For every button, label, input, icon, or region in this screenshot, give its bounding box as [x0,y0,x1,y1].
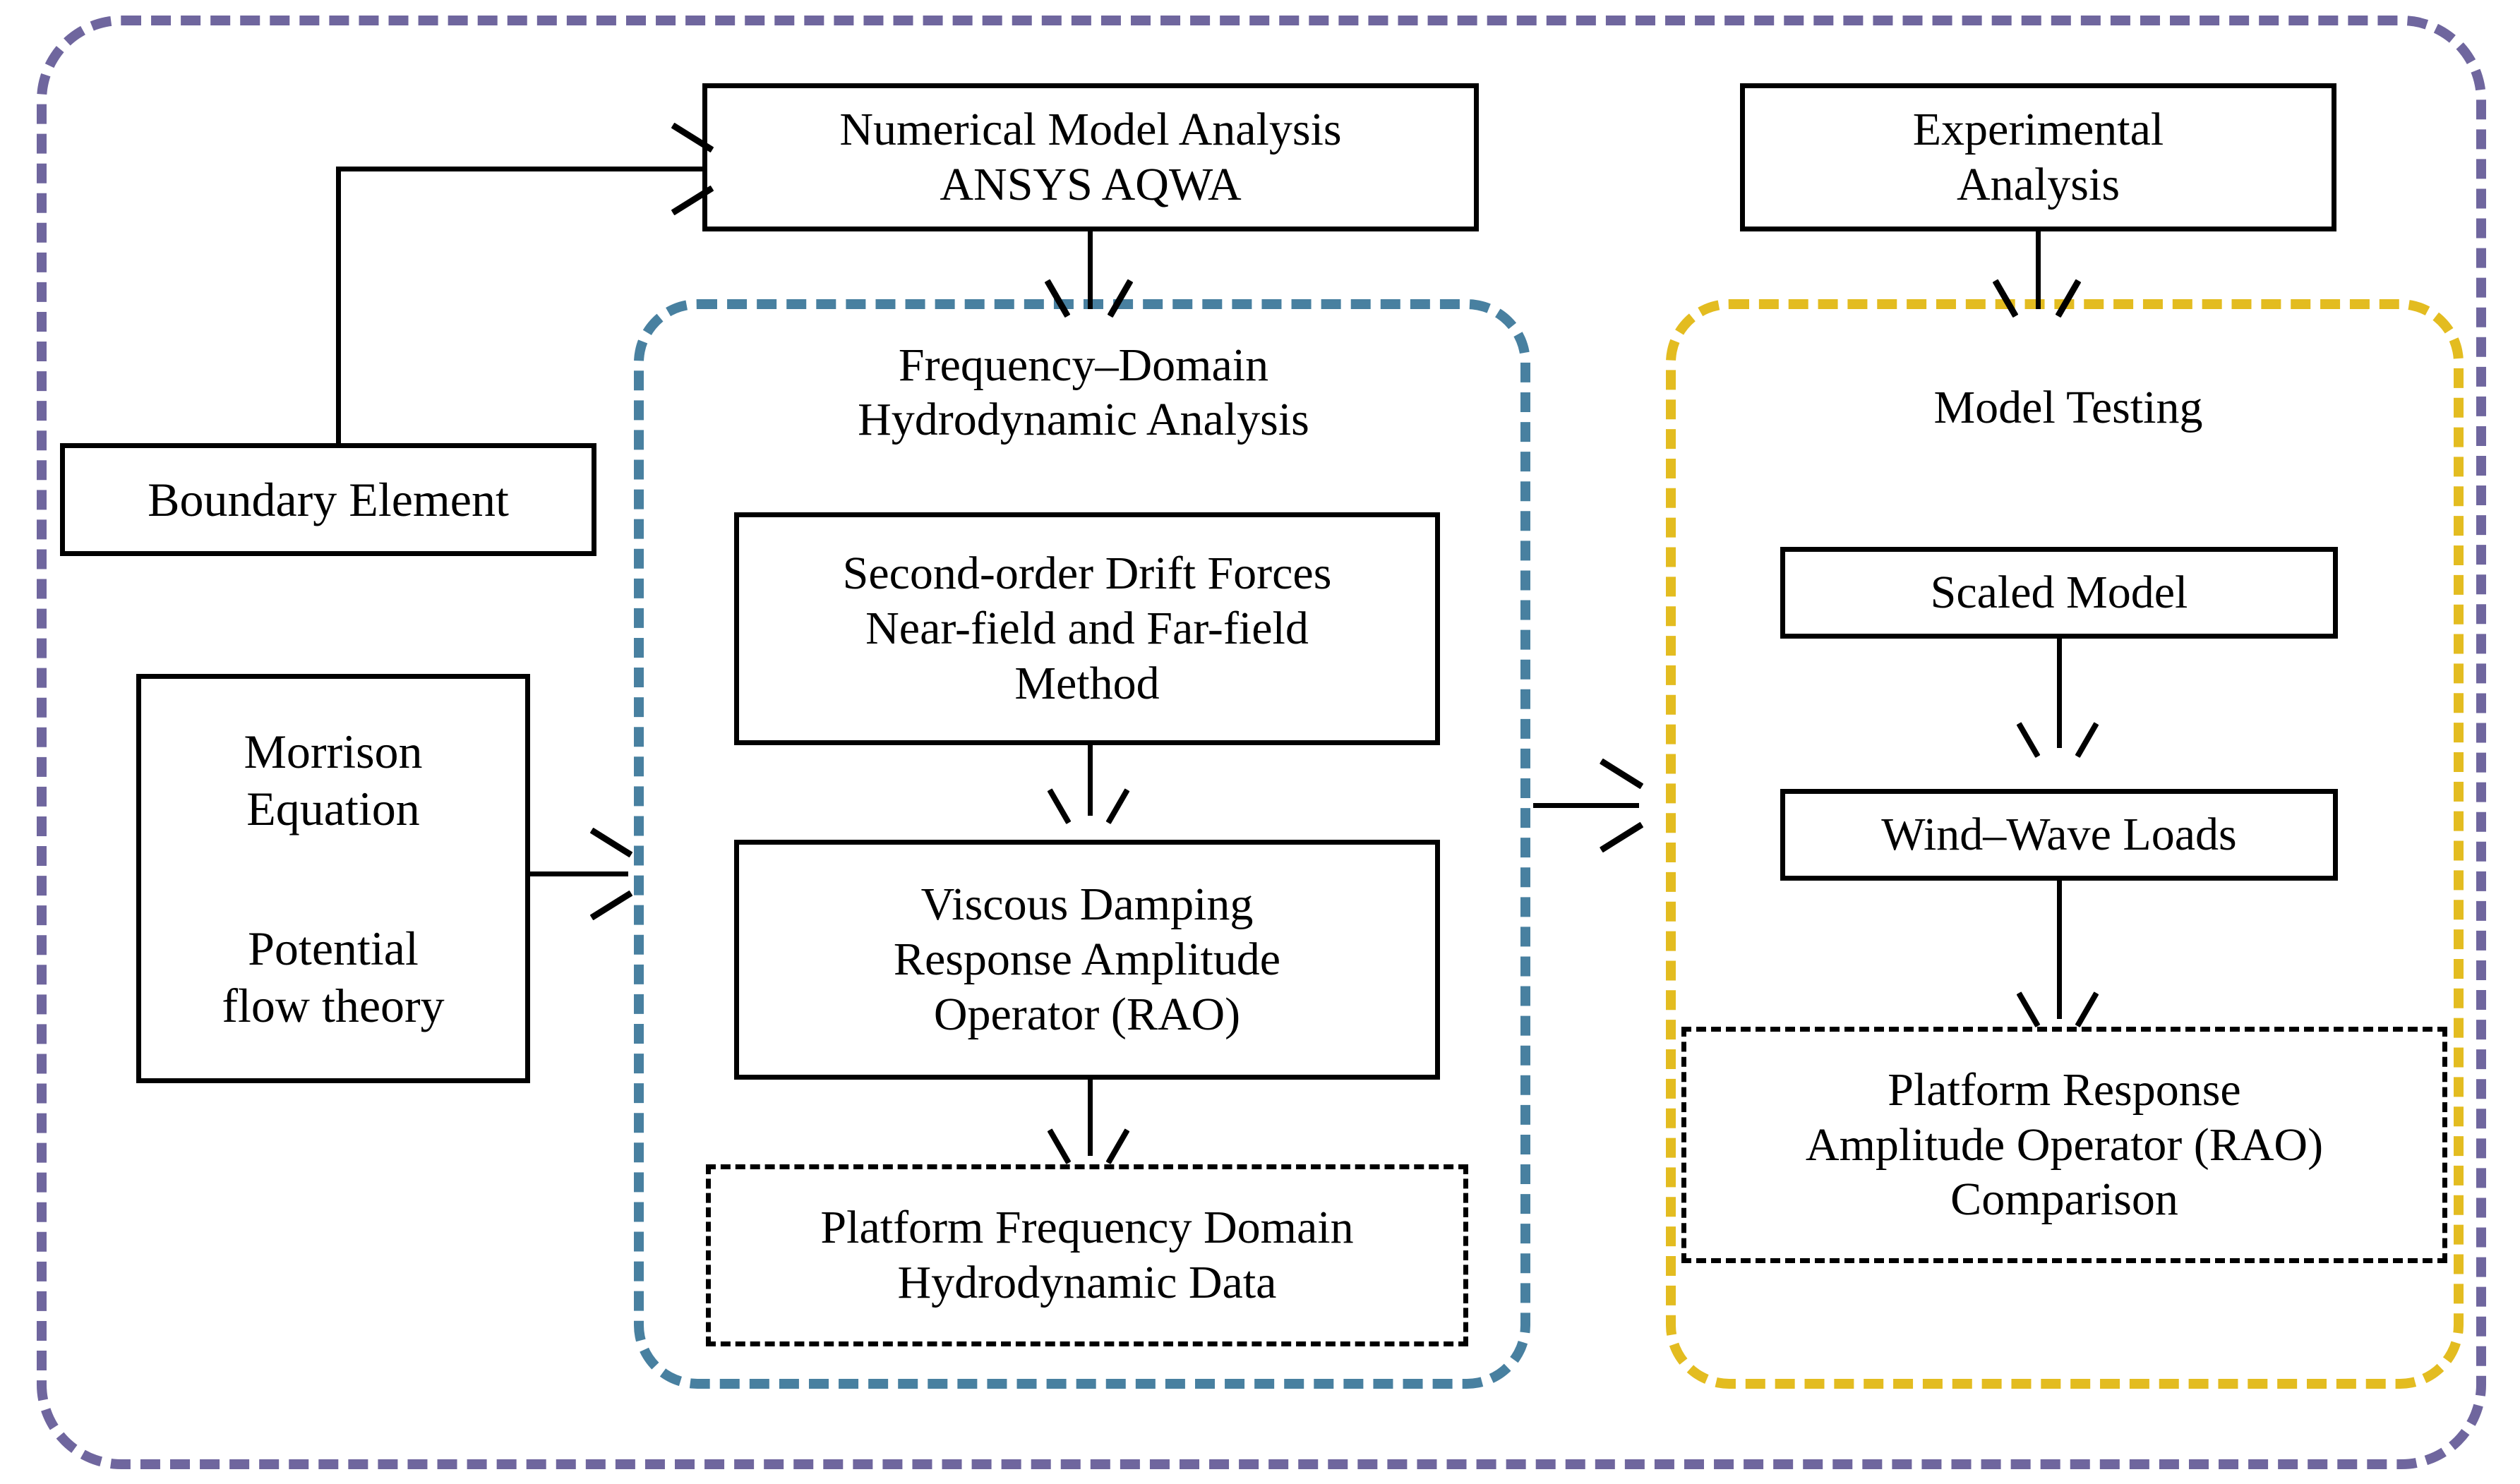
node-platform-frequency-domain-data[interactable]: Platform Frequency Domain Hydrodynamic D… [706,1164,1468,1346]
node-viscous-damping-rao[interactable]: Viscous Damping Response Amplitude Opera… [734,840,1440,1080]
connector-boundary-element-horizontal [336,167,704,171]
frequency-domain-group-title: Frequency–Domain Hydrodynamic Analysis [858,339,1309,445]
connector-boundary-element-vertical [336,167,341,446]
connector-experimental-to-testing-group [2036,231,2041,309]
connector-drift-to-viscous [1088,745,1093,816]
connector-scaled-to-wind-wave [2057,639,2062,748]
connector-numerical-model-to-frequency-group [1088,231,1093,309]
morrison-equation-label: Morrison Equation [244,725,423,835]
node-boundary-element[interactable]: Boundary Element [60,443,596,556]
model-testing-group-title: Model Testing [1933,382,2203,433]
connector-wind-wave-to-rao-comparison [2057,881,2062,1019]
node-scaled-model[interactable]: Scaled Model [1780,547,2338,639]
frequency-domain-group [634,299,1530,1389]
node-second-order-drift-forces[interactable]: Second-order Drift Forces Near-field and… [734,512,1440,745]
node-numerical-model-analysis[interactable]: Numerical Model Analysis ANSYS AQWA [702,83,1479,231]
connector-morrison-to-frequency-group [529,871,628,876]
node-rao-comparison[interactable]: Platform Response Amplitude Operator (RA… [1681,1027,2447,1263]
outer-methodology-group [37,16,2486,1469]
node-wind-wave-loads[interactable]: Wind–Wave Loads [1780,789,2338,881]
connector-frequency-to-testing-group [1533,803,1639,808]
connector-viscous-to-platform-data [1088,1080,1093,1156]
potential-flow-theory-label: Potential flow theory [222,922,445,1032]
node-experimental-analysis[interactable]: Experimental Analysis [1740,83,2336,231]
node-morrison-potential-flow[interactable]: Morrison Equation Potential flow theory [136,674,530,1083]
